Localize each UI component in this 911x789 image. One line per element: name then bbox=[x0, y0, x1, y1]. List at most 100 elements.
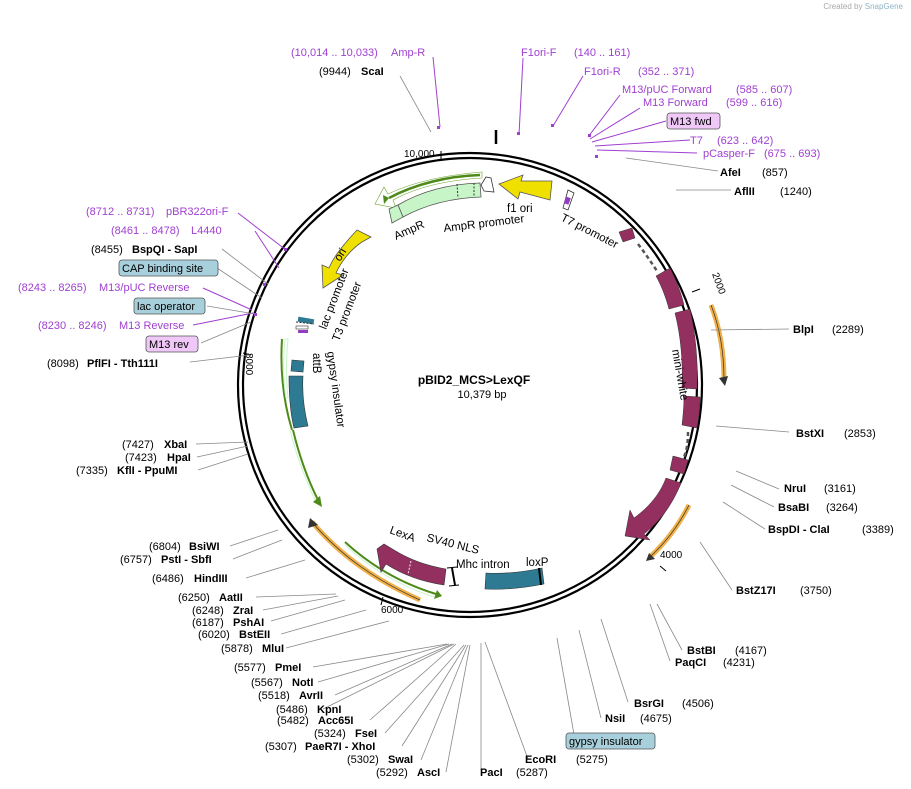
svg-text:BspDI - ClaI: BspDI - ClaI bbox=[768, 524, 830, 536]
svg-text:(6020): (6020) bbox=[198, 629, 230, 641]
tick-2000: 2000 bbox=[691, 271, 727, 296]
svg-text:(5567): (5567) bbox=[251, 677, 283, 689]
svg-text:(2289): (2289) bbox=[832, 324, 864, 336]
svg-text:10,000: 10,000 bbox=[404, 149, 435, 160]
svg-text:M13 fwd: M13 fwd bbox=[670, 116, 712, 128]
m13-rev-box[interactable]: M13 rev bbox=[145, 335, 199, 353]
snapgene-credit: Created by SnapGene bbox=[823, 2, 903, 11]
green-arrow-bottom-feature[interactable] bbox=[344, 541, 442, 599]
tick-4000: 4000 bbox=[659, 550, 683, 572]
svg-text:BsiWI: BsiWI bbox=[189, 541, 220, 553]
m13-fwd-box[interactable]: M13 fwd bbox=[666, 112, 721, 130]
ampr-feature[interactable] bbox=[374, 171, 483, 224]
svg-text:M13/pUC Forward: M13/pUC Forward bbox=[622, 84, 712, 96]
sv40-nls-label: SV40 NLS bbox=[425, 532, 480, 557]
svg-text:(5486): (5486) bbox=[276, 704, 308, 716]
svg-text:(7335): (7335) bbox=[76, 465, 108, 477]
svg-text:gypsy insulator: gypsy insulator bbox=[569, 736, 643, 748]
svg-text:(8230 .. 8246): (8230 .. 8246) bbox=[38, 320, 107, 332]
right-site-leaders bbox=[432, 56, 698, 154]
credit-brand: SnapGene bbox=[864, 2, 903, 11]
svg-text:(8098): (8098) bbox=[47, 358, 79, 370]
svg-text:HindIII: HindIII bbox=[194, 573, 228, 585]
svg-text:(3264): (3264) bbox=[826, 502, 858, 514]
gypsy-insulator-box-right[interactable]: gypsy insulator bbox=[565, 732, 656, 750]
left-site-leaders bbox=[192, 212, 287, 326]
svg-text:6000: 6000 bbox=[381, 605, 404, 616]
svg-text:(5324): (5324) bbox=[314, 728, 346, 740]
lac-t3-promoter-feature[interactable] bbox=[295, 316, 315, 333]
svg-text:(8243 .. 8265): (8243 .. 8265) bbox=[18, 282, 87, 294]
svg-text:T7: T7 bbox=[690, 135, 703, 147]
svg-text:4000: 4000 bbox=[660, 550, 683, 561]
svg-text:(9944): (9944) bbox=[319, 66, 351, 78]
svg-text:(599 .. 616): (599 .. 616) bbox=[726, 97, 782, 109]
svg-text:PstI - SbfI: PstI - SbfI bbox=[161, 554, 212, 566]
cap-binding-site-box[interactable]: CAP binding site bbox=[118, 259, 219, 277]
svg-text:Amp-R: Amp-R bbox=[391, 47, 425, 59]
svg-text:(6187): (6187) bbox=[192, 617, 224, 629]
mini-white-feature[interactable] bbox=[618, 227, 701, 541]
lexa-feature[interactable] bbox=[376, 543, 447, 586]
plasmid-name: pBID2_MCS>LexQF bbox=[418, 373, 530, 387]
right-site-labels: (10,014 .. 10,033) Amp-R (9944) ScaI F1o… bbox=[291, 47, 894, 779]
svg-text:(352 .. 371): (352 .. 371) bbox=[638, 66, 694, 78]
attb-gypsy-left-feature[interactable] bbox=[280, 338, 309, 431]
orange-insulator-bottom-left-feature[interactable] bbox=[308, 518, 422, 603]
loxp-teal-feature[interactable] bbox=[484, 567, 545, 590]
svg-text:pCasper-F: pCasper-F bbox=[703, 148, 755, 160]
svg-text:(10,014 .. 10,033): (10,014 .. 10,033) bbox=[291, 47, 378, 59]
t7-promoter-feature[interactable] bbox=[562, 189, 575, 211]
svg-text:lac operator: lac operator bbox=[137, 301, 195, 313]
orange-insulator-top-right-feature[interactable] bbox=[708, 304, 728, 386]
svg-text:EcoRI: EcoRI bbox=[525, 754, 556, 766]
svg-text:(4506): (4506) bbox=[682, 698, 714, 710]
svg-text:(5518): (5518) bbox=[258, 690, 290, 702]
f1-ori-feature[interactable] bbox=[498, 174, 553, 201]
tick-8000: 8000 bbox=[242, 352, 254, 376]
svg-text:BlpI: BlpI bbox=[793, 324, 814, 336]
mhc-intron-label: Mhc intron bbox=[456, 559, 510, 571]
svg-text:M13 Forward: M13 Forward bbox=[643, 97, 708, 109]
svg-text:PmeI: PmeI bbox=[275, 662, 301, 674]
svg-text:HpaI: HpaI bbox=[167, 452, 191, 464]
ori-feature[interactable] bbox=[321, 229, 372, 289]
svg-text:(585 .. 607): (585 .. 607) bbox=[736, 84, 792, 96]
svg-text:(3161): (3161) bbox=[824, 483, 856, 495]
loxp-label: loxP bbox=[526, 557, 549, 569]
svg-text:(857): (857) bbox=[762, 167, 788, 179]
svg-text:AflII: AflII bbox=[734, 186, 755, 198]
svg-text:KflI - PpuMI: KflI - PpuMI bbox=[117, 465, 178, 477]
svg-text:(3750): (3750) bbox=[800, 585, 832, 597]
svg-text:BstEII: BstEII bbox=[239, 629, 270, 641]
svg-text:BsaBI: BsaBI bbox=[778, 502, 809, 514]
svg-text:(5275): (5275) bbox=[576, 754, 608, 766]
t7-promoter-label: T7 promoter bbox=[559, 212, 620, 251]
right-site-leaders-enzyme bbox=[399, 75, 790, 770]
tick-6000: 6000 bbox=[380, 596, 404, 616]
svg-text:(623 .. 642): (623 .. 642) bbox=[717, 135, 773, 147]
sv40-nls-feature[interactable] bbox=[446, 566, 460, 587]
svg-text:ScaI: ScaI bbox=[361, 66, 384, 78]
svg-text:Acc65I: Acc65I bbox=[318, 715, 353, 727]
svg-text:pBR322ori-F: pBR322ori-F bbox=[166, 206, 229, 218]
svg-text:PacI: PacI bbox=[480, 767, 503, 779]
svg-text:2000: 2000 bbox=[709, 271, 727, 296]
svg-text:(5577): (5577) bbox=[234, 662, 266, 674]
svg-text:KpnI: KpnI bbox=[317, 704, 341, 716]
credit-prefix: Created by bbox=[823, 2, 863, 11]
svg-text:NotI: NotI bbox=[292, 677, 313, 689]
svg-text:F1ori-R: F1ori-R bbox=[584, 66, 621, 78]
gypsy-bottom-arrow-feature[interactable] bbox=[289, 429, 322, 507]
orange-insulator-bottom-right-feature[interactable] bbox=[646, 503, 692, 561]
svg-text:(4675): (4675) bbox=[640, 713, 672, 725]
left-site-labels: (8712 .. 8731) pBR322ori-F (8461 .. 8478… bbox=[18, 206, 440, 779]
svg-text:MluI: MluI bbox=[262, 643, 284, 655]
svg-text:(675 .. 693): (675 .. 693) bbox=[764, 148, 820, 160]
svg-text:(1240): (1240) bbox=[780, 186, 812, 198]
svg-text:PaqCI: PaqCI bbox=[675, 657, 706, 669]
ampr-promoter-feature[interactable] bbox=[480, 176, 495, 193]
lac-operator-box[interactable]: lac operator bbox=[133, 297, 206, 315]
svg-text:(6248): (6248) bbox=[192, 605, 224, 617]
